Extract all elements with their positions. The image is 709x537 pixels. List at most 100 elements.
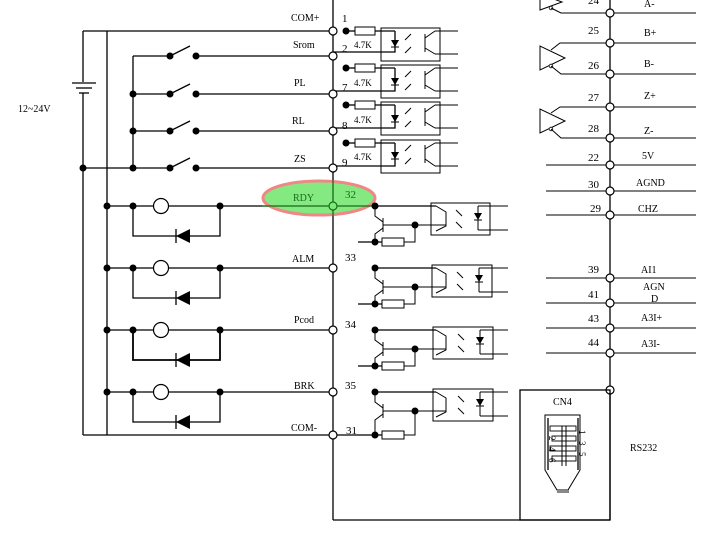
input-opto-pl [333,63,458,99]
cn4-pin: 6 [547,458,557,463]
terminal-29[interactable] [605,210,615,220]
diode-icon [176,415,190,429]
signal-label: AGND [636,178,665,189]
terminal-39[interactable] [605,273,615,283]
signal-label: Z- [644,126,653,137]
diode-icon [176,291,190,305]
resistor-icon [354,63,376,73]
switch-rl [129,120,333,135]
pin-number: 33 [345,252,357,264]
terminal-26[interactable] [605,69,615,79]
relay-coil-icon [152,197,170,215]
cn4-label: CN4 [553,397,572,408]
signal-label: Pcod [294,315,314,326]
pin-number: 27 [588,92,600,104]
resistor-value: 4.7K [354,115,372,125]
cn4-pin: 3 [577,441,587,446]
pin-number: 31 [346,425,357,437]
line-driver-a-icon [539,0,610,14]
signal-label: A3I+ [641,313,663,324]
pin-number: 9 [342,157,348,169]
left-signal-labels: COM+ 1 Srom 2 PL 7 RL 8 ZS 9 4.7K 4.7K 4… [291,13,372,437]
supply-voltage-label: 12~24V [18,104,51,115]
line-driver-b-icon [539,42,610,75]
input-switches [83,45,333,172]
pin-number: 7 [342,82,348,94]
pin-number: 32 [345,189,356,201]
cn4-block: CN4 2 4 6 1 3 5 RS232 [519,389,657,521]
pin-number: 44 [588,337,600,349]
terminal-1[interactable] [328,26,338,36]
signal-label-rdy: RDY [293,193,314,204]
load-pcod [103,321,333,367]
pin-number: 30 [588,179,600,191]
signal-label: B- [644,59,654,70]
terminal-32[interactable] [328,201,338,211]
pin-number: 1 [342,13,348,25]
pin-number: 41 [588,289,599,301]
signal-label: Z+ [644,91,656,102]
diode-icon [176,353,190,367]
drive-boundary [332,0,611,521]
resistor-icon [381,430,405,440]
terminal-30[interactable] [605,186,615,196]
signal-label: D [651,294,658,305]
pin-number: 24 [588,0,600,7]
output-stage-brk [333,388,508,440]
signal-label: COM- [291,423,317,434]
terminal-8[interactable] [328,126,338,136]
diode-icon [176,229,190,243]
signal-label: ALM [292,254,314,265]
signal-label: AI1 [641,265,657,276]
pin-number: 28 [588,123,600,135]
pin-number: 29 [590,203,602,215]
output-opto-section [328,201,508,440]
terminal-33[interactable] [328,263,338,273]
terminal-2[interactable] [328,51,338,61]
terminal-7[interactable] [328,89,338,99]
resistor-icon [381,237,405,247]
terminal-27[interactable] [605,102,615,112]
terminal-24[interactable] [605,8,615,18]
switch-srom [133,45,333,60]
relay-coil-icon [152,259,170,277]
relay-coil-icon [152,383,170,401]
input-opto-section [328,26,458,174]
input-opto-rl [333,100,458,136]
signal-label: ZS [294,154,306,165]
output-loads [103,197,333,429]
pin-number: 43 [588,313,600,325]
output-stage-pcod [358,326,508,371]
signal-label: A- [644,0,655,10]
terminal-43[interactable] [605,323,615,333]
power-supply: 12~24V [18,30,333,436]
rdy-highlight[interactable] [261,179,377,217]
load-alm [103,259,333,305]
cn4-pin: 5 [577,452,587,457]
signal-label: BRK [294,381,315,392]
line-driver-z-icon [539,106,610,139]
terminal-31[interactable] [328,430,338,440]
resistor-icon [381,361,405,371]
cn4-pin: 2 [547,436,557,441]
terminal-28[interactable] [605,133,615,143]
signal-label: AGN [643,282,665,293]
pin-number: 26 [588,60,600,72]
terminal-9[interactable] [328,163,338,173]
terminal-25[interactable] [605,38,615,48]
signal-label: RL [292,116,305,127]
input-opto-srom [333,26,458,62]
cn4-pin: 4 [547,447,557,452]
terminal-35[interactable] [328,387,338,397]
pin-number: 2 [342,43,348,55]
signal-label: COM+ [291,13,320,24]
resistor-icon [354,26,376,36]
terminal-34[interactable] [328,325,338,335]
terminal-22[interactable] [605,160,615,170]
db-connector-icon [544,414,581,493]
terminal-44[interactable] [605,348,615,358]
pin-number: 34 [345,319,357,331]
output-stage-rdy [358,202,508,247]
terminal-41[interactable] [605,298,615,308]
